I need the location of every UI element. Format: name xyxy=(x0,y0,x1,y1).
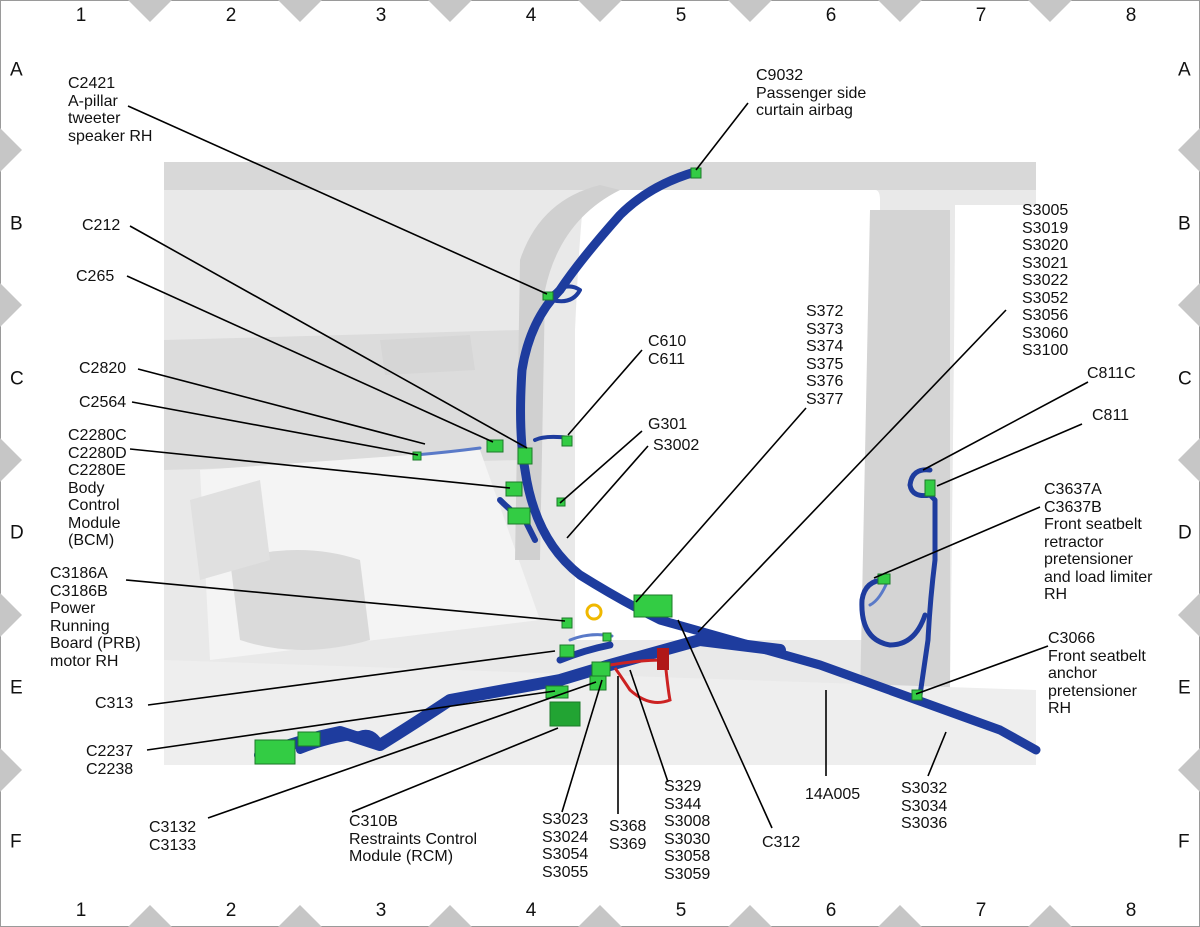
restraint-harness xyxy=(609,648,672,704)
grid-column-label: 8 xyxy=(1125,5,1137,26)
callout-14a005: 14A005 xyxy=(805,786,861,803)
grid-row-label: D xyxy=(1178,522,1192,544)
callout-c3132: C3132 C3133 xyxy=(149,819,197,854)
grid-column-label: 3 xyxy=(375,900,387,921)
callout-c2237: C2237 C2238 xyxy=(86,743,134,778)
grid-column-label: 5 xyxy=(675,900,687,921)
grid-column-label: 1 xyxy=(75,900,87,921)
callout-g301: G301 xyxy=(648,416,688,433)
grid-column-label: 2 xyxy=(225,5,237,26)
callout-c310b-rcm: C310B Restraints Control Module (RCM) xyxy=(349,813,478,865)
callout-c9032: C9032 Passenger side curtain airbag xyxy=(756,67,867,119)
callout-s3023: S3023 S3024 S3054 S3055 xyxy=(542,811,589,881)
callout-s3005: S3005 S3019 S3020 S3021 S3022 S3052 S305… xyxy=(1022,202,1069,359)
callout-c2820: C2820 xyxy=(79,360,127,377)
callout-c2280-bcm: C2280C C2280D C2280E Body Control Module… xyxy=(68,427,127,549)
callout-c265: C265 xyxy=(76,268,115,285)
callout-c312: C312 xyxy=(762,834,801,851)
callout-s3002: S3002 xyxy=(653,437,700,454)
callout-c313: C313 xyxy=(95,695,134,712)
ground-point-icon xyxy=(585,603,603,621)
grid-column-label: 5 xyxy=(675,5,687,26)
grid-column-label: 8 xyxy=(1125,900,1137,921)
grid-row-label: E xyxy=(10,677,23,699)
callout-s368: S368 S369 xyxy=(609,818,647,853)
grid-row-label: B xyxy=(10,213,23,235)
grid-row-label: C xyxy=(10,368,24,390)
callout-s329: S329 S344 S3008 S3030 S3058 S3059 xyxy=(664,778,711,883)
grid-column-label: 6 xyxy=(825,5,837,26)
grid-column-label: 7 xyxy=(975,5,987,26)
grid-column-label: 4 xyxy=(525,900,537,921)
connectors xyxy=(254,167,936,765)
grid-row-label: A xyxy=(10,59,23,81)
grid-column-label: 6 xyxy=(825,900,837,921)
grid-column-label: 3 xyxy=(375,5,387,26)
callout-s3032: S3032 S3034 S3036 xyxy=(901,780,948,832)
callout-c212: C212 xyxy=(82,217,121,234)
grid-row-label: F xyxy=(10,831,22,853)
grid-column-label: 2 xyxy=(225,900,237,921)
grid-row-label: D xyxy=(10,522,24,544)
callout-c2421: C2421 A-pillar tweeter speaker RH xyxy=(68,75,153,145)
callout-c2564: C2564 xyxy=(79,394,127,411)
grid-column-label: 1 xyxy=(75,5,87,26)
grid-column-label: 7 xyxy=(975,900,987,921)
grid-row-label: F xyxy=(1178,831,1190,853)
leader-lines xyxy=(125,102,1089,829)
callout-s372: S372 S373 S374 S375 S376 S377 xyxy=(806,303,844,408)
callout-c610: C610 C611 xyxy=(648,333,687,368)
callout-c3186-prb: C3186A C3186B Power Running Board (PRB) … xyxy=(50,565,141,670)
grid-row-label: A xyxy=(1178,59,1191,81)
callout-c811: C811 xyxy=(1092,407,1130,424)
grid-row-label: B xyxy=(1178,213,1191,235)
callout-c3066: C3066 Front seatbelt anchor pretensioner… xyxy=(1048,630,1146,717)
callout-c811c: C811C xyxy=(1087,365,1136,382)
grid-column-label: 4 xyxy=(525,5,537,26)
grid-row-label: C xyxy=(1178,368,1192,390)
callout-c3637: C3637A C3637B Front seatbelt retractor p… xyxy=(1044,481,1153,603)
grid-row-label: E xyxy=(1178,677,1191,699)
